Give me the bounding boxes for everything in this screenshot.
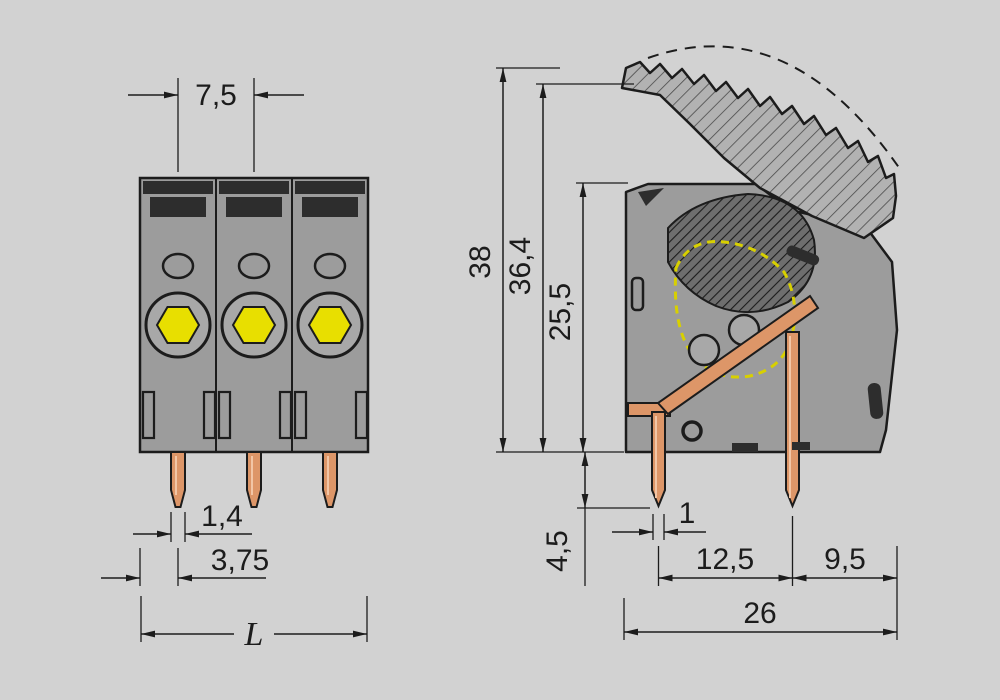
housing-slot-left bbox=[630, 276, 645, 312]
dimension-label-pitch: 7,5 bbox=[195, 79, 237, 112]
solder-pin-rear bbox=[785, 331, 800, 509]
dimension-length: L bbox=[140, 596, 368, 653]
lever-cam bbox=[667, 192, 816, 314]
dimension-total-height: 38 bbox=[464, 67, 624, 453]
dimension-pin-width: 1,4 bbox=[133, 500, 252, 542]
bus-bar-diagonal bbox=[656, 294, 820, 416]
dimension-pin-spacing: 12,5 bbox=[657, 516, 794, 586]
dimension-label-lever-height: 36,4 bbox=[504, 237, 537, 295]
dimension-depth: 26 bbox=[623, 597, 897, 640]
base-notch-2 bbox=[792, 442, 810, 450]
conductor-hole-front bbox=[687, 333, 721, 367]
dimension-body-height: 25,5 bbox=[544, 182, 628, 452]
side-view: 38 36,4 25,5 4,5 1 bbox=[464, 45, 903, 640]
front-view: 7,5 1,4 3,75 L bbox=[101, 78, 370, 653]
dimension-pin-offset: 3,75 bbox=[101, 544, 269, 586]
base-notch-1 bbox=[732, 443, 758, 452]
lever-travel-arc bbox=[647, 45, 903, 173]
dimension-lever-height: 36,4 bbox=[504, 83, 634, 452]
housing-slot-upper bbox=[786, 245, 820, 266]
dimension-label-pin-width: 1,4 bbox=[201, 500, 243, 533]
clamping-spring-outline bbox=[673, 240, 797, 379]
housing-notch bbox=[638, 188, 664, 206]
solder-pin-front bbox=[651, 411, 666, 509]
dimension-label-pin-thickness: 1 bbox=[679, 497, 696, 530]
dimension-pitch: 7,5 bbox=[128, 78, 304, 172]
dimension-label-depth: 26 bbox=[743, 597, 776, 630]
dimension-label-total-height: 38 bbox=[464, 245, 497, 278]
housing-slot-right bbox=[867, 382, 884, 419]
dimension-pin-length: 4,5 bbox=[541, 452, 650, 586]
dimension-pin-to-edge: 9,5 bbox=[792, 543, 898, 640]
dimension-label-pin-length: 4,5 bbox=[541, 530, 574, 572]
lever-handle bbox=[620, 60, 898, 240]
dimension-label-length: L bbox=[244, 616, 264, 653]
mounting-hole bbox=[681, 420, 703, 442]
dimension-label-pin-spacing: 12,5 bbox=[696, 543, 754, 576]
dimension-label-body-height: 25,5 bbox=[544, 283, 577, 341]
dimension-label-pin-offset: 3,75 bbox=[211, 544, 269, 577]
copper-contact bbox=[627, 294, 820, 509]
dimension-pin-thickness: 1 bbox=[612, 497, 706, 540]
dimension-label-pin-to-edge: 9,5 bbox=[824, 543, 866, 576]
